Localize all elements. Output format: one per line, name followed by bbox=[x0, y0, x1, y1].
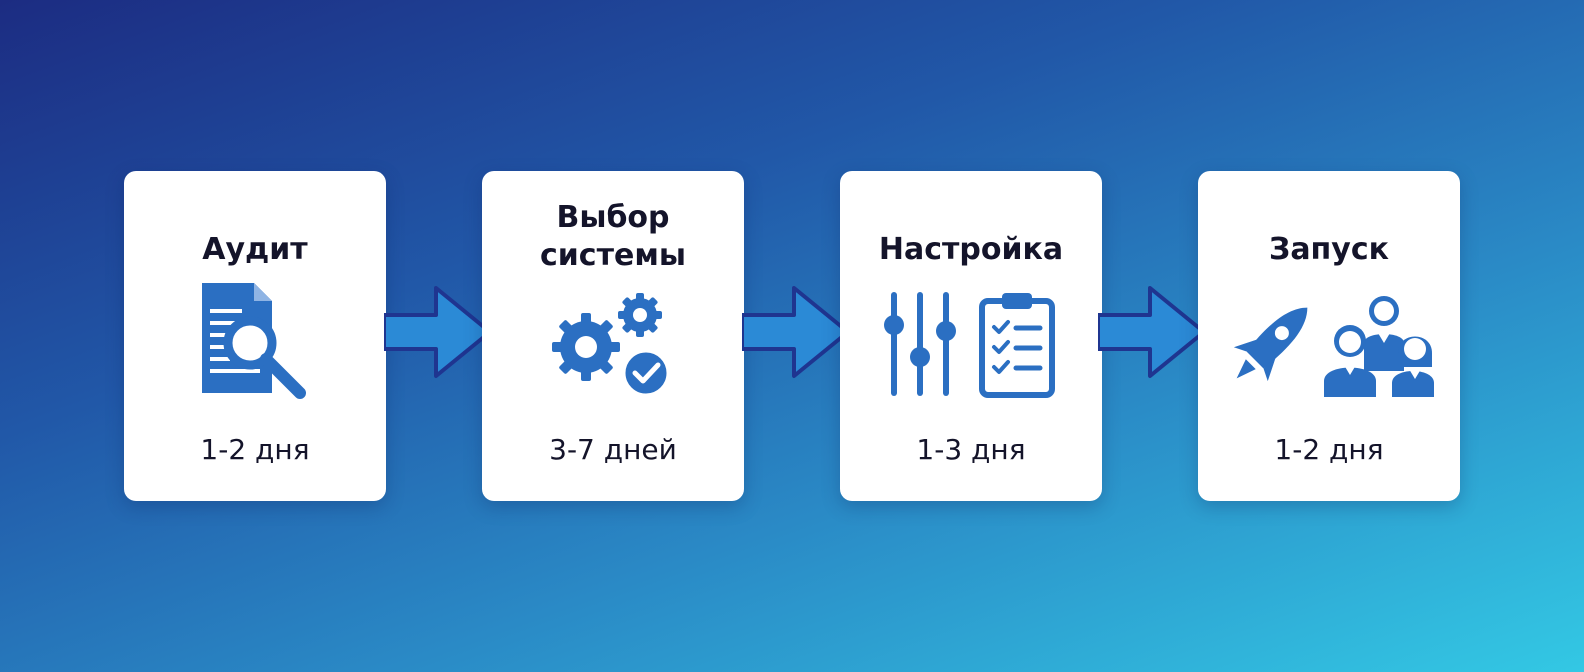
arrow-right-icon bbox=[384, 286, 492, 378]
arrow-right-icon bbox=[1098, 286, 1206, 378]
rocket-team-icon bbox=[1233, 296, 1434, 397]
step-title-line-1: Выбор bbox=[556, 200, 670, 235]
arrow-right-icon bbox=[742, 286, 850, 378]
step-title: Запуск bbox=[1269, 232, 1389, 267]
step-title: Настройка bbox=[878, 232, 1064, 267]
sliders-checklist-icon bbox=[884, 292, 1055, 398]
gears-check-icon bbox=[552, 293, 670, 397]
step-title-line-2: системы bbox=[540, 238, 686, 273]
step-duration: 1-2 дня bbox=[1274, 433, 1384, 466]
step-title: Выбор системы bbox=[482, 199, 744, 275]
step-duration: 1-2 дня bbox=[200, 433, 310, 466]
step-card-setup: Настройка 1-3 дня bbox=[840, 171, 1102, 501]
step-card-audit: Аудит 1-2 дня bbox=[124, 171, 386, 501]
step-title: Аудит bbox=[202, 232, 308, 267]
step-card-system-choice: Выбор системы 3-7 дней bbox=[482, 171, 744, 501]
step-card-launch: Запуск 1-2 дня bbox=[1198, 171, 1460, 501]
document-search-icon bbox=[202, 283, 306, 399]
step-duration: 1-3 дня bbox=[916, 433, 1026, 466]
step-duration: 3-7 дней bbox=[549, 433, 677, 466]
